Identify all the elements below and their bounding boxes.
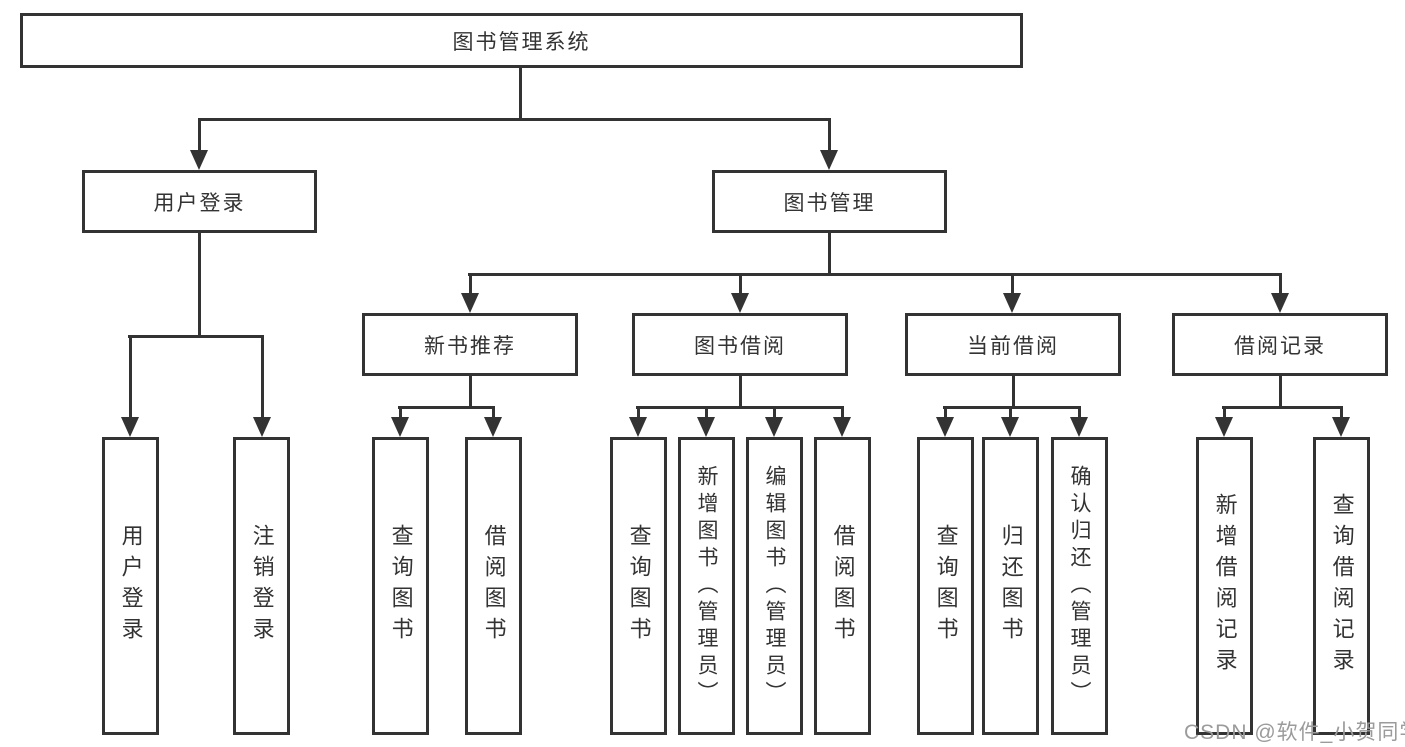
connector-leaf (637, 406, 640, 420)
arrow-down-icon (1215, 417, 1233, 437)
leaf-query-book-1: 查询图书 (372, 437, 429, 735)
leaf-add-book-admin-label: 新增图书（管理员） (695, 464, 719, 708)
arrow-down-icon (121, 417, 139, 437)
leaf-logout: 注销登录 (233, 437, 290, 735)
arrow-down-icon (936, 417, 954, 437)
arrow-down-icon (697, 417, 715, 437)
connector-new-book-drop (469, 376, 472, 408)
leaf-query-borrow-record-label: 查询借阅记录 (1329, 493, 1355, 679)
leaf-user-login: 用户登录 (102, 437, 159, 735)
leaf-add-book-admin: 新增图书（管理员） (678, 437, 735, 735)
arrow-down-icon (1070, 417, 1088, 437)
connector-to-borrow-records (1279, 273, 1282, 295)
arrow-down-icon (1001, 417, 1019, 437)
arrow-down-icon (484, 417, 502, 437)
leaf-edit-book-admin: 编辑图书（管理员） (746, 437, 803, 735)
arrow-down-icon (1003, 293, 1021, 313)
connector-leaf (492, 406, 495, 420)
connector-book-management-drop (828, 233, 831, 275)
connector-leaf (705, 406, 708, 420)
leaf-query-book-3-label: 查询图书 (933, 524, 959, 648)
connector-user-login-drop (198, 233, 201, 337)
arrow-down-icon (190, 150, 208, 170)
leaf-add-borrow-record-label: 新增借阅记录 (1212, 493, 1238, 679)
leaf-edit-book-admin-label: 编辑图书（管理员） (763, 464, 787, 708)
leaf-return-book: 归还图书 (982, 437, 1039, 735)
arrow-down-icon (1271, 293, 1289, 313)
node-user-login: 用户登录 (82, 170, 317, 233)
node-book-borrow: 图书借阅 (632, 313, 848, 376)
connector-leaf (399, 406, 402, 420)
node-user-login-label: 用户登录 (153, 191, 246, 215)
connector-leaf (841, 406, 844, 420)
node-current-borrow-label: 当前借阅 (967, 334, 1059, 358)
leaf-borrow-book-1: 借阅图书 (465, 437, 522, 735)
arrow-down-icon (253, 417, 271, 437)
node-root: 图书管理系统 (20, 13, 1023, 68)
connector-root-drop (519, 68, 522, 121)
leaf-borrow-book-2: 借阅图书 (814, 437, 871, 735)
connector-to-book-management (828, 118, 831, 152)
leaf-borrow-book-1-label: 借阅图书 (481, 524, 507, 648)
leaf-logout-label: 注销登录 (249, 524, 275, 648)
connector-to-leaf-logout (261, 335, 264, 419)
connector-leaf (944, 406, 947, 420)
leaf-add-borrow-record: 新增借阅记录 (1196, 437, 1253, 735)
node-root-label: 图书管理系统 (452, 30, 591, 54)
connector-leaf (1223, 406, 1226, 420)
node-book-management-label: 图书管理 (783, 191, 876, 215)
node-book-management: 图书管理 (712, 170, 947, 233)
node-current-borrow: 当前借阅 (905, 313, 1121, 376)
leaf-borrow-book-2-label: 借阅图书 (830, 524, 856, 648)
watermark: CSDN @软件_小贺同学 (1184, 721, 1405, 744)
connector-to-current-borrow (1011, 273, 1014, 295)
connector-borrow-records-span (1222, 406, 1343, 409)
connector-new-book-span (398, 406, 495, 409)
connector-book-borrow-span (636, 406, 844, 409)
connector-to-book-borrow (739, 273, 742, 295)
arrow-down-icon (833, 417, 851, 437)
arrow-down-icon (461, 293, 479, 313)
connector-current-borrow-drop (1012, 376, 1015, 408)
leaf-query-book-2-label: 查询图书 (626, 524, 652, 648)
leaf-query-book-1-label: 查询图书 (388, 524, 414, 648)
connector-level3-span (468, 273, 1282, 276)
connector-borrow-records-drop (1279, 376, 1282, 408)
leaf-confirm-return-admin: 确认归还（管理员） (1051, 437, 1108, 735)
node-new-book-recommend: 新书推荐 (362, 313, 578, 376)
connector-user-login-span (128, 335, 264, 338)
leaf-query-book-3: 查询图书 (917, 437, 974, 735)
connector-to-user-login (198, 118, 201, 152)
arrow-down-icon (391, 417, 409, 437)
leaf-query-borrow-record: 查询借阅记录 (1313, 437, 1370, 735)
connector-current-borrow-span (943, 406, 1081, 409)
arrow-down-icon (629, 417, 647, 437)
node-book-borrow-label: 图书借阅 (694, 334, 786, 358)
node-borrow-records-label: 借阅记录 (1234, 334, 1326, 358)
node-new-book-recommend-label: 新书推荐 (424, 334, 516, 358)
connector-to-new-book (469, 273, 472, 295)
arrow-down-icon (765, 417, 783, 437)
connector-level2-span (198, 118, 831, 121)
leaf-query-book-2: 查询图书 (610, 437, 667, 735)
connector-book-borrow-drop (739, 376, 742, 408)
connector-leaf (1340, 406, 1343, 420)
connector-leaf (1078, 406, 1081, 420)
connector-leaf (773, 406, 776, 420)
node-borrow-records: 借阅记录 (1172, 313, 1388, 376)
arrow-down-icon (731, 293, 749, 313)
connector-leaf (1009, 406, 1012, 420)
arrow-down-icon (820, 150, 838, 170)
leaf-user-login-label: 用户登录 (118, 524, 144, 648)
connector-to-leaf-user-login (129, 335, 132, 419)
arrow-down-icon (1332, 417, 1350, 437)
leaf-return-book-label: 归还图书 (998, 524, 1024, 648)
leaf-confirm-return-admin-label: 确认归还（管理员） (1068, 464, 1092, 708)
